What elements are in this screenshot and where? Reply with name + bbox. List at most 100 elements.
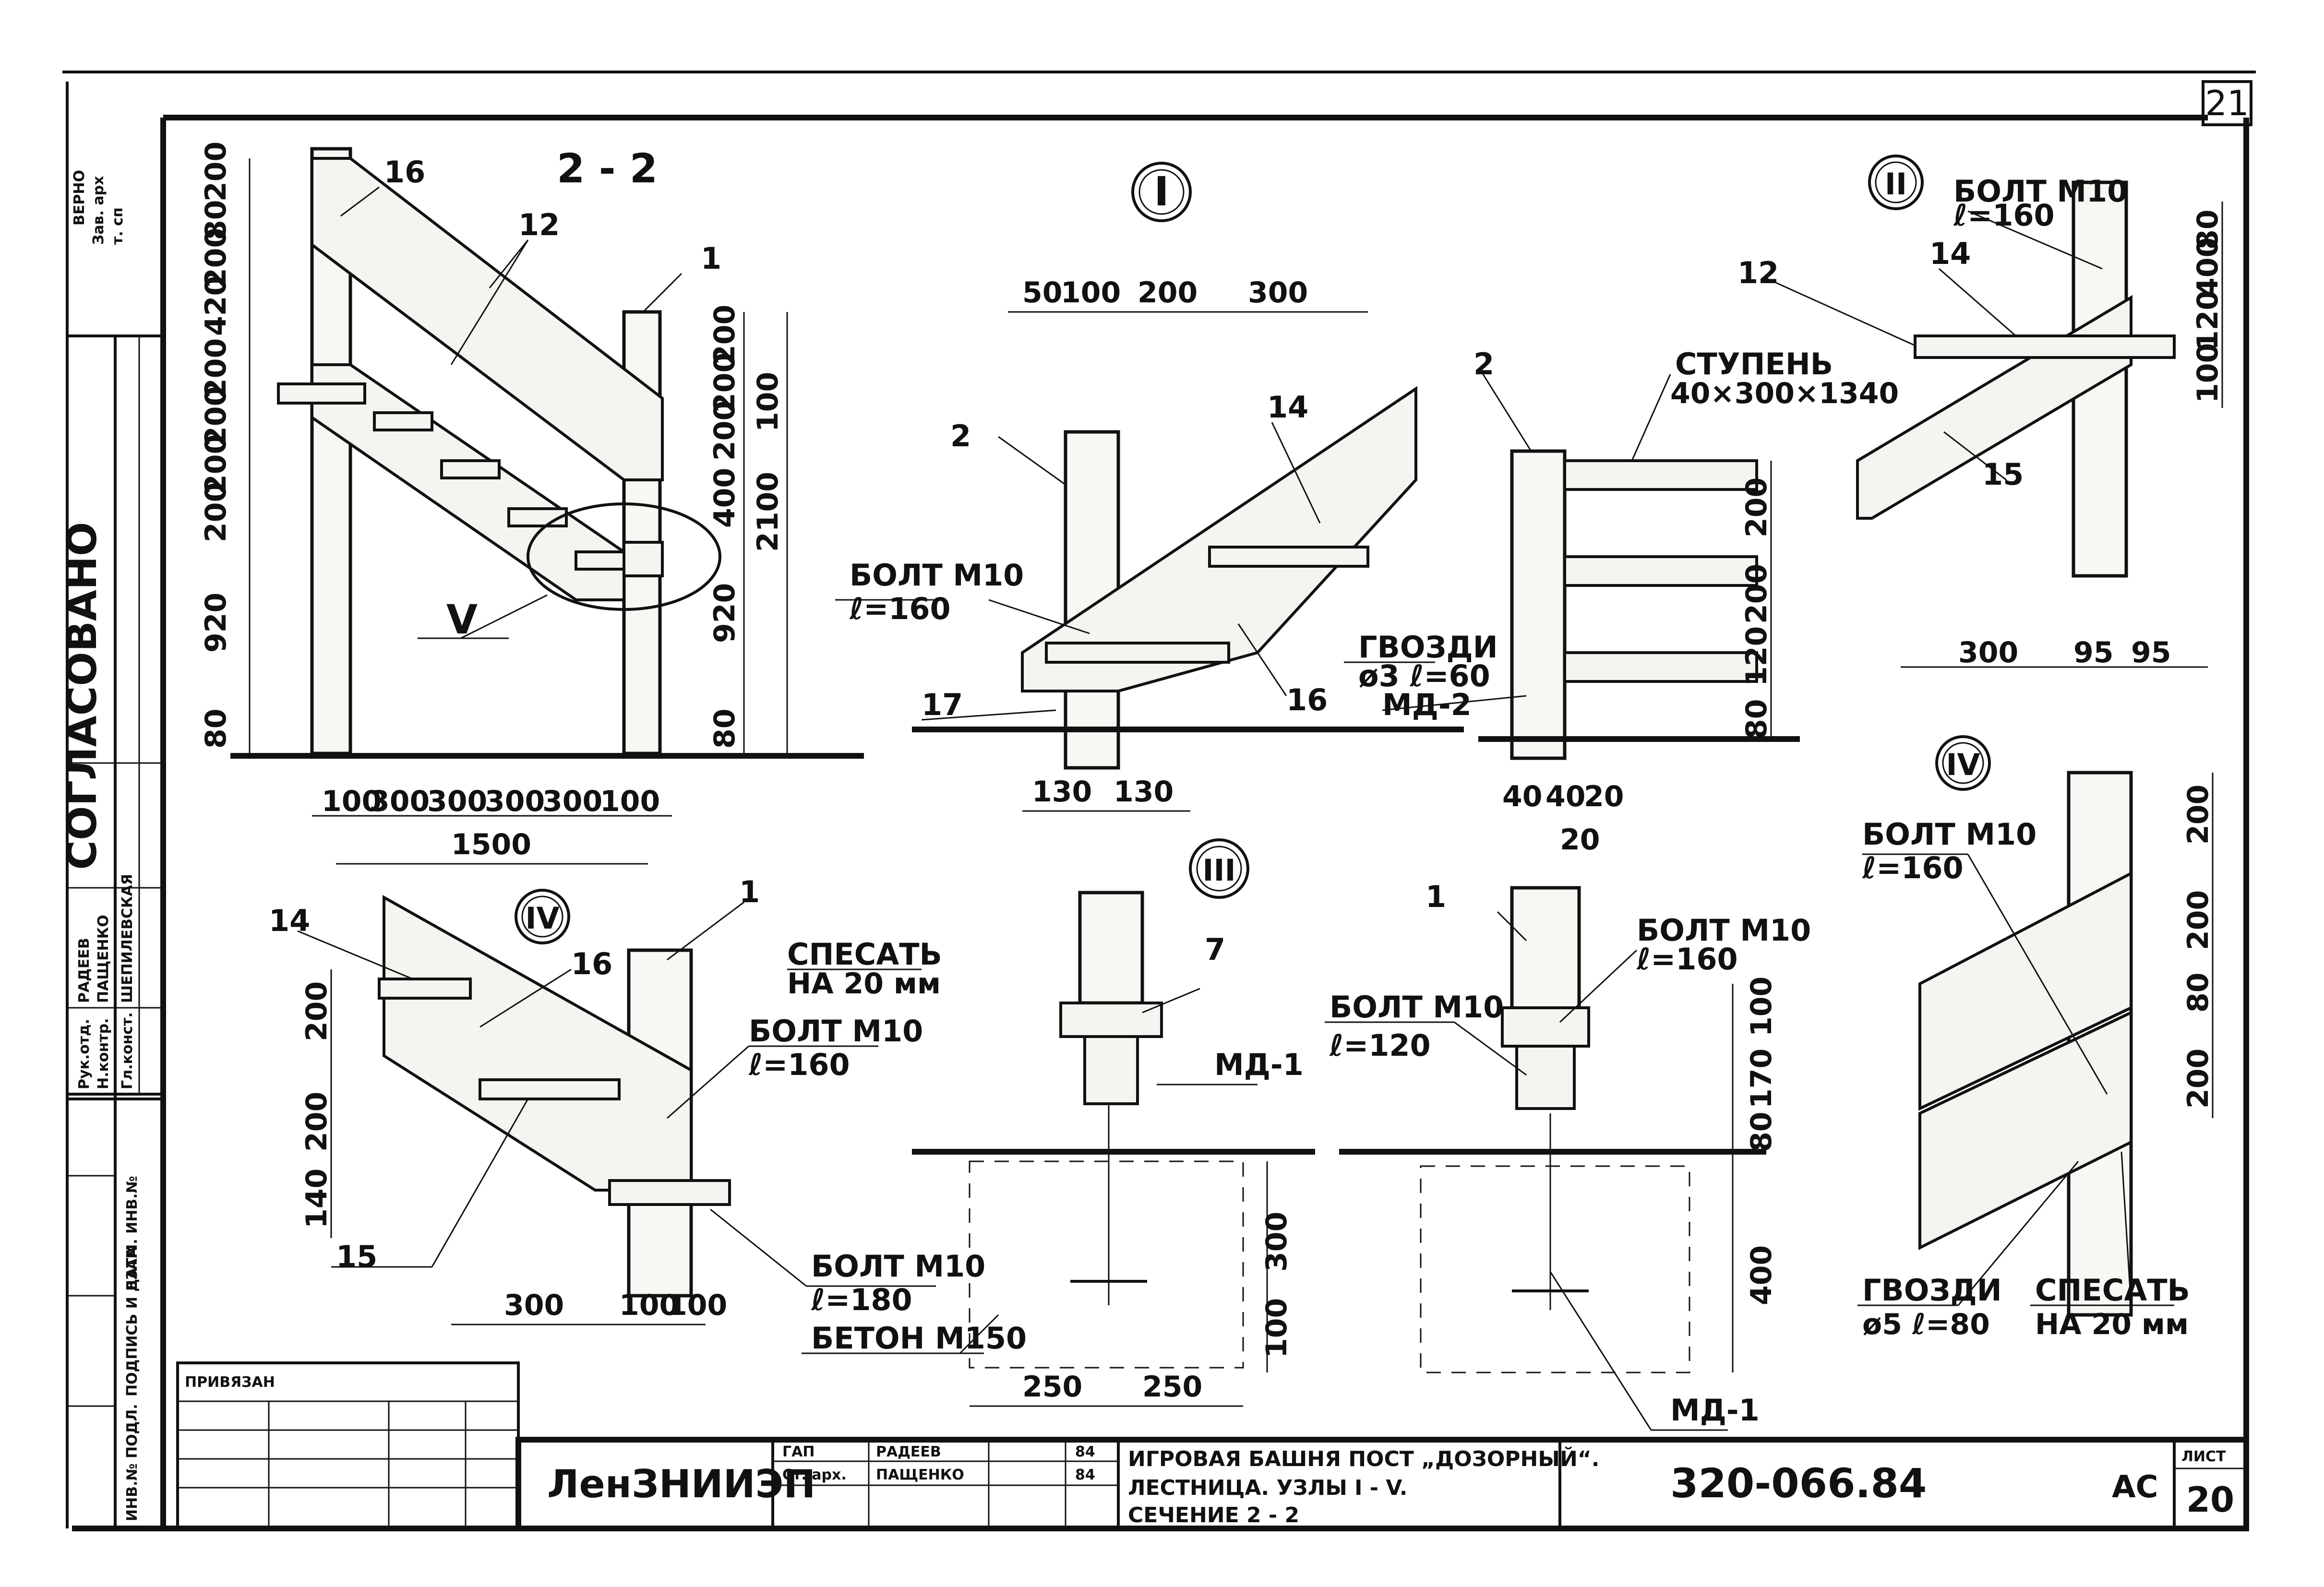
svg-text:920: 920: [708, 583, 742, 643]
svg-text:200: 200: [2181, 785, 2215, 845]
svg-text:130: 130: [1032, 775, 1092, 809]
privyazan-block: ПРИВЯЗАН: [176, 1361, 520, 1530]
approval-strip: СОГЛАСОВАНО ВЕРНО Зав. арх т. сп Рук.отд…: [59, 170, 163, 1528]
svg-text:200: 200: [1740, 564, 1773, 624]
node-iv-right-title: IV: [1946, 747, 1980, 782]
svg-text:300: 300: [542, 785, 602, 818]
svg-text:ВЕРНО: ВЕРНО: [71, 170, 88, 226]
svg-text:400: 400: [708, 468, 742, 528]
svg-text:40: 40: [1545, 780, 1586, 813]
node-ii-callout-15: 15: [1982, 457, 2024, 492]
node-iv-callout-14: 14: [269, 903, 310, 938]
svg-text:130: 130: [1114, 775, 1174, 809]
name-shepilevskaya: ШЕПИЛЕВСКАЯ: [119, 874, 136, 1003]
name-radeev: РАДЕЕВ: [76, 938, 93, 1003]
upper-stringer: [311, 157, 664, 481]
svg-text:80: 80: [2191, 210, 2225, 250]
svg-text:100: 100: [1745, 977, 1778, 1037]
svg-text:100: 100: [619, 1289, 679, 1322]
node-ii-bolt: БОЛТ М10: [1953, 174, 2128, 209]
node-ii: II БОЛТ М10 ℓ=160 12 14 15 80 400 120 10…: [1737, 155, 2225, 669]
svg-text:95: 95: [2131, 636, 2171, 669]
node-i-callout-17: 17: [922, 687, 963, 722]
title-line-3: СЕЧЕНИЕ 2 - 2: [1128, 1503, 1299, 1527]
role-chief: Гл.конст.: [119, 1012, 136, 1089]
svg-text:200: 200: [708, 353, 742, 413]
svg-text:120: 120: [2191, 290, 2225, 350]
svg-text:100: 100: [1260, 1298, 1294, 1358]
node-i-bolt: БОЛТ М10: [850, 558, 1024, 593]
role-norm: Н.контр.: [95, 1018, 112, 1089]
svg-text:100: 100: [1061, 276, 1121, 310]
svg-text:170: 170: [1745, 1049, 1778, 1109]
callout-1: 1: [701, 241, 721, 276]
svg-text:100: 100: [2191, 343, 2225, 403]
node-i-callout-14: 14: [1267, 390, 1308, 425]
svg-text:400: 400: [2191, 238, 2225, 298]
sheet-number-top: 21: [2205, 83, 2249, 123]
svg-text:300: 300: [427, 785, 487, 818]
col-inv: ИНВ.№ ПОДЛ.: [124, 1404, 141, 1521]
svg-text:140: 140: [300, 1169, 334, 1229]
svg-text:100: 100: [600, 785, 660, 818]
node-iii-callout-7: 7: [1205, 932, 1225, 967]
node-ii-callout-14: 14: [1929, 236, 1971, 271]
svg-text:200: 200: [199, 142, 233, 202]
privyazan-label: ПРИВЯЗАН: [185, 1374, 275, 1391]
col-sign: ПОДПИСЬ И ДАТА: [124, 1246, 141, 1396]
svg-text:200: 200: [2181, 1049, 2215, 1109]
svg-text:300: 300: [1248, 276, 1308, 310]
svg-text:200: 200: [199, 386, 233, 446]
post-base-node: 1 БОЛТ М10 ℓ=160 БОЛТ М10 ℓ=120 МД-1 100…: [1325, 879, 1811, 1431]
post-callout-1: 1: [1426, 879, 1446, 914]
step-md-2: МД-2: [1382, 687, 1472, 722]
svg-text:300: 300: [1260, 1212, 1294, 1272]
svg-text:80: 80: [1740, 699, 1773, 740]
node-iv-bolt-top-len: ℓ=160: [748, 1047, 850, 1082]
post-bolt-top-len: ℓ=160: [1636, 942, 1738, 977]
approval-vertical: СОГЛАСОВАНО: [59, 522, 106, 870]
sheet-value: 20: [2186, 1480, 2234, 1520]
step-section: 2 СТУПЕНЬ 40×300×1340 МД-2 200 200 120 8…: [1382, 346, 1899, 857]
node-iv-callout-15: 15: [336, 1239, 377, 1274]
node-iv-right-cut-depth: НА 20 мм: [2035, 1308, 2189, 1341]
svg-text:80: 80: [1745, 1112, 1778, 1152]
total-1500: 1500: [451, 828, 531, 861]
post-bolt-left-len: ℓ=120: [1329, 1028, 1431, 1063]
node-iv-right-nails: ГВОЗДИ: [1862, 1273, 2002, 1308]
node-ii-callout-12: 12: [1737, 255, 1779, 290]
node-i-bolt-len: ℓ=160: [849, 591, 951, 626]
svg-text:250: 250: [1142, 1370, 1202, 1404]
svg-text:95: 95: [2073, 636, 2114, 669]
svg-text:100: 100: [751, 372, 785, 432]
project-code: 320-066.84: [1670, 1460, 1927, 1507]
svg-text:300: 300: [504, 1289, 564, 1322]
node-ii-bolt-len: ℓ=160: [1953, 198, 2055, 233]
post-md-1: МД-1: [1670, 1393, 1760, 1428]
node-iv-bolt-top: БОЛТ М10: [749, 1014, 923, 1049]
node-iv-right-nails-spec: ø5 ℓ=80: [1862, 1308, 1990, 1341]
svg-text:Зав. арх: Зав. арх: [90, 176, 107, 245]
post-bolt-top: БОЛТ М10: [1637, 913, 1811, 948]
sheet-label: ЛИСТ: [2181, 1448, 2226, 1465]
node-iii-title: III: [1202, 853, 1235, 888]
node-iv-callout-1: 1: [739, 874, 760, 909]
svg-text:200: 200: [300, 981, 334, 1041]
col-swap: ВЗАМ. ИНВ.№: [124, 1176, 141, 1291]
callout-12: 12: [518, 207, 560, 242]
svg-text:40: 40: [1502, 780, 1543, 813]
node-ii-title: II: [1885, 167, 1907, 202]
name-pashchenko: ПАЩЕНКО: [95, 915, 112, 1003]
node-iii-md-1: МД-1: [1214, 1047, 1304, 1082]
svg-text:2100: 2100: [751, 472, 785, 552]
svg-text:200: 200: [1138, 276, 1198, 310]
svg-text:920: 920: [199, 593, 233, 653]
svg-text:200: 200: [1740, 477, 1773, 537]
stage: АС: [2112, 1469, 2158, 1505]
node-iv-right-bolt-len: ℓ=160: [1862, 850, 1964, 885]
node-i-nails-spec: ø3 ℓ=60: [1358, 658, 1490, 693]
step-label: СТУПЕНЬ: [1675, 346, 1833, 382]
svg-text:80: 80: [199, 200, 233, 240]
org-name: ЛенЗНИИЭП: [547, 1462, 815, 1506]
staff-name-gap: РАДЕЕВ: [876, 1444, 941, 1460]
